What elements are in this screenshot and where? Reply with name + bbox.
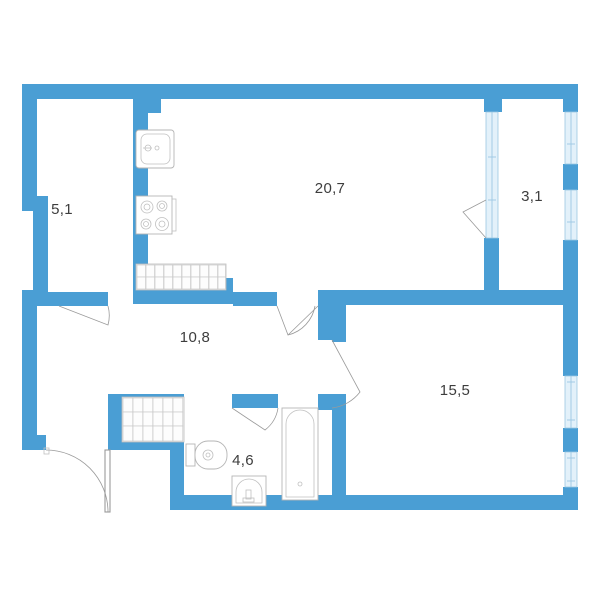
wall-living-bottom xyxy=(318,290,486,305)
wall-left-inner-upper xyxy=(33,196,48,292)
doors-group xyxy=(43,199,487,513)
toilet-icon xyxy=(185,440,228,470)
area-label-bathroom: 4,6 xyxy=(232,452,254,469)
wall-balcony-outer-mid xyxy=(563,164,578,190)
area-label-balcony-right: 3,1 xyxy=(521,188,543,205)
wall-balcony-left-bottom xyxy=(484,238,499,305)
wall-balcony-bottom xyxy=(484,290,578,305)
wall-left-lower xyxy=(22,290,37,450)
wall-balcony-outer-top xyxy=(563,84,578,112)
washbasin-icon xyxy=(231,475,267,507)
radiator-kitchen-icon xyxy=(135,263,227,291)
door-bathroom[interactable] xyxy=(231,407,279,431)
area-label-hall: 10,8 xyxy=(180,329,210,346)
wall-left-upper xyxy=(22,84,37,199)
wall-bathtub-top xyxy=(318,394,346,410)
wall-bottom-main xyxy=(170,495,578,510)
windows-group xyxy=(485,111,578,488)
area-label-bedroom: 15,5 xyxy=(440,382,470,399)
window-balcony-right-bottom[interactable] xyxy=(564,189,578,241)
wall-living-hall-jamb xyxy=(318,290,332,340)
wall-hall-niche-left xyxy=(108,394,122,444)
area-label-balcony-left: 5,1 xyxy=(51,201,73,218)
wall-bathroom-jamb xyxy=(264,394,278,408)
wall-kitchen-hall-divider xyxy=(133,292,233,304)
wall-balcony-left-top xyxy=(484,84,499,112)
area-label-kitchen-living: 20,7 xyxy=(315,180,345,197)
area-labels-group: 5,1 20,7 3,1 10,8 4,6 15,5 xyxy=(51,180,543,469)
bathtub-icon xyxy=(281,407,319,501)
wall-bedroom-left-upper xyxy=(332,290,346,342)
balcony-door-glazing[interactable] xyxy=(485,111,499,239)
wall-partition-balcony-kitchen xyxy=(133,99,148,292)
wall-right-bedroom-top xyxy=(563,290,578,376)
wall-balcony-outer-bottom xyxy=(563,240,578,305)
kitchen-sink-icon xyxy=(135,129,175,169)
wall-right-bedroom-mid xyxy=(563,428,578,452)
balcony-door-swing[interactable] xyxy=(462,199,487,239)
door-hall-living[interactable] xyxy=(287,305,319,336)
radiator-hall-icon xyxy=(121,396,185,443)
door-balcony-hall[interactable] xyxy=(58,305,110,326)
wall-hall-top-mid xyxy=(233,292,277,306)
wall-bedroom-left-lower xyxy=(332,408,346,510)
door-hall-bedroom[interactable] xyxy=(331,339,361,409)
entrance-door[interactable] xyxy=(43,447,111,513)
wall-left-bottom-step xyxy=(22,435,46,450)
door-kitchen-hall[interactable] xyxy=(276,305,316,336)
window-bedroom-bottom[interactable] xyxy=(564,451,578,488)
wall-top-main xyxy=(22,84,484,99)
window-bedroom-top[interactable] xyxy=(564,375,578,429)
wall-top-balcony xyxy=(502,84,578,99)
fixtures-group xyxy=(121,129,319,507)
wall-hall-top-left xyxy=(48,292,108,306)
stove-icon xyxy=(135,195,177,235)
window-balcony-right-top[interactable] xyxy=(564,111,578,165)
